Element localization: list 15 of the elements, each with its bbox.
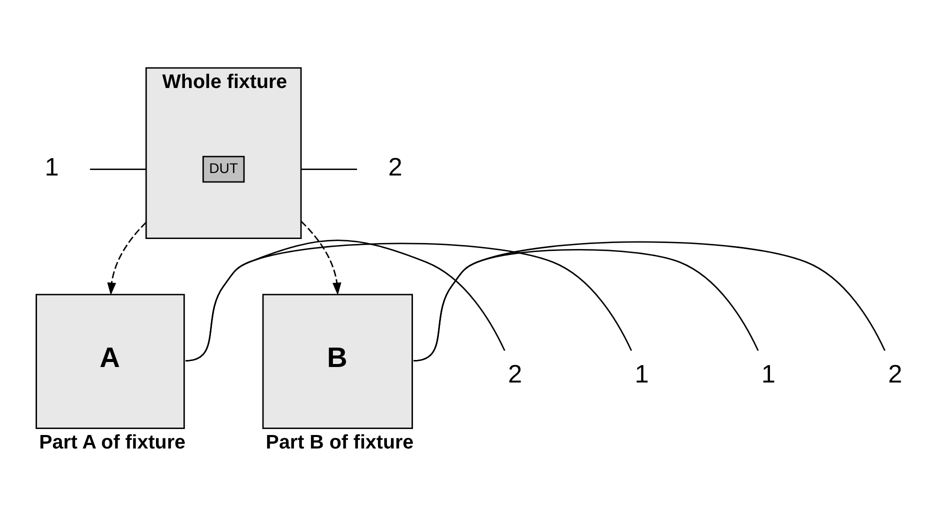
node-label: Part A of fixture [39, 430, 186, 453]
node-text: 2 [508, 360, 522, 388]
node-text: 1 [44, 152, 59, 181]
node-text: 2 [388, 152, 402, 181]
connector [301, 168, 358, 170]
node-label: Part B of fixture [266, 430, 414, 453]
arrow [300, 220, 342, 295]
connector [185, 242, 632, 361]
arrow [107, 221, 147, 295]
connector [414, 240, 886, 361]
node-text: 1 [634, 360, 649, 388]
node-text: 2 [888, 360, 902, 388]
node-text: 1 [761, 360, 776, 388]
connector [90, 168, 146, 170]
node-box: DUT [202, 155, 245, 182]
